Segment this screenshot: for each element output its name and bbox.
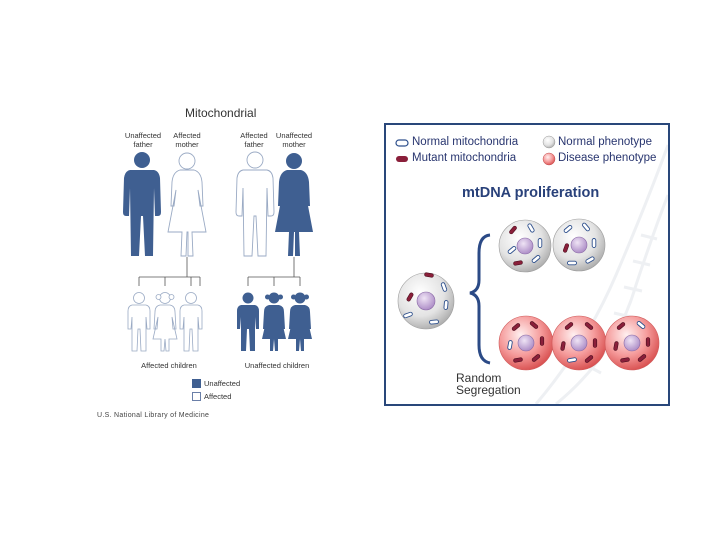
family1-mother-figure (167, 152, 207, 257)
family1-child-3-figure (179, 292, 203, 352)
pedigree-title: Mitochondrial (185, 106, 257, 120)
disease-daughter-cell-1 (498, 315, 554, 371)
proliferation-panel: Normal mitochondria Mutant mitochondria … (384, 123, 670, 406)
family2-father-figure (235, 151, 275, 257)
disease-daughter-cell-2 (551, 315, 607, 371)
dna-helix-background (534, 144, 668, 404)
mutant-mitochondria-label: Mutant mitochondria (412, 152, 517, 164)
family1-mother-label: Affected mother (173, 131, 201, 149)
proliferation-graphics (395, 135, 668, 404)
family1-child-2-figure (152, 292, 178, 352)
family1-children-label: Affected children (141, 361, 197, 370)
normal-mitochondria-label: Normal mitochondria (412, 136, 519, 148)
disease-phenotype-icon (542, 152, 556, 166)
normal-daughter-cell-2 (552, 218, 606, 272)
legend-unaffected-label: Unaffected (204, 379, 241, 388)
legend-affected-label: Affected (204, 392, 232, 401)
proliferation-title: mtDNA proliferation (462, 185, 600, 201)
pedigree-lines (138, 257, 301, 286)
family1-child-1-figure (127, 292, 151, 352)
parent-cell (397, 272, 455, 330)
disease-phenotype-label: Disease phenotype (558, 152, 657, 164)
normal-daughter-cell-1 (498, 219, 552, 273)
family2-child-2-figure (262, 292, 286, 351)
credit-text: U.S. National Library of Medicine (97, 412, 210, 419)
normal-phenotype-label: Normal phenotype (558, 136, 652, 148)
disease-daughter-cell-3 (604, 315, 660, 371)
legend-unaffected-swatch (192, 379, 201, 388)
family2-father-label: Affected father (240, 131, 268, 149)
family1-father-figure (123, 152, 161, 256)
family2-child-1-figure (237, 292, 259, 351)
segregation-brace (469, 233, 491, 365)
random-segregation-label: Random Segregation (456, 371, 521, 397)
family2-children-label: Unaffected children (244, 361, 310, 370)
family2-child-3-figure (288, 292, 312, 351)
normal-mitochondria-icon (395, 139, 409, 147)
pedigree-panel: Mitochondrial Unaffected father Affected… (95, 100, 365, 430)
pedigree-figures (123, 151, 313, 401)
family2-mother-label: Unaffected mother (275, 131, 313, 149)
family2-mother-figure (275, 153, 313, 256)
normal-phenotype-icon (542, 135, 556, 149)
legend-affected-swatch (192, 392, 201, 401)
family1-father-label: Unaffected father (124, 131, 162, 149)
mutant-mitochondria-icon (396, 156, 408, 162)
